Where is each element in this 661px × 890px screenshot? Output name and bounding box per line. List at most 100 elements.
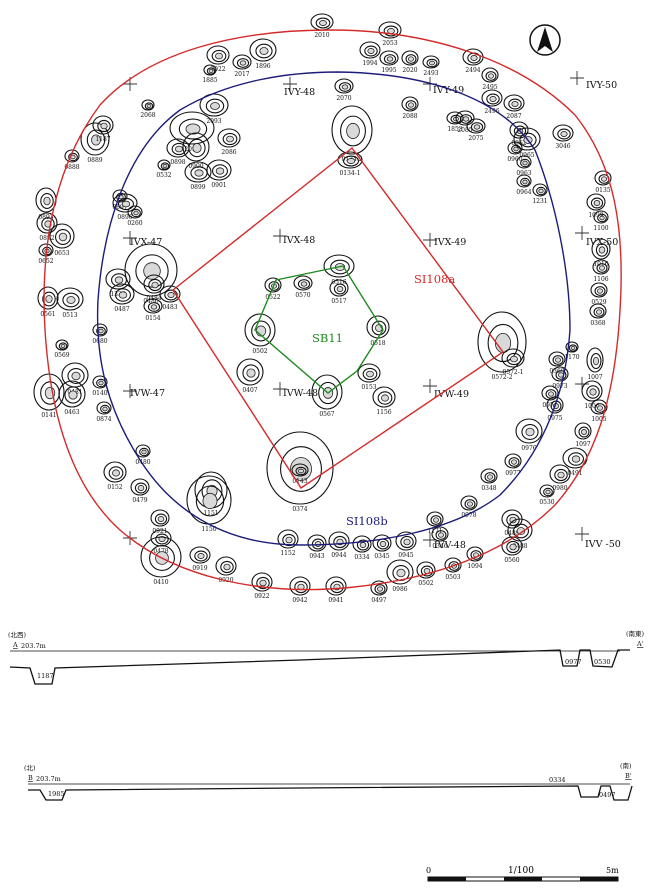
pit-label: 2017 — [234, 71, 249, 78]
pit: 1097 — [574, 422, 592, 448]
pit-label: 0517 — [331, 298, 346, 305]
pit-label: 1885 — [202, 77, 217, 84]
pit: 0976 — [515, 418, 543, 452]
pit-label: 1152 — [280, 550, 295, 557]
pit: 1334 — [105, 268, 131, 298]
pit: 0922 — [251, 572, 273, 600]
pit: 0986 — [386, 559, 414, 593]
pit-label: 0986 — [392, 586, 407, 593]
section-b-pit-label: 0497 — [599, 791, 616, 799]
pit: 0572-1 — [501, 348, 525, 376]
pit-label: 0900 — [188, 163, 203, 170]
pit-label: 0463 — [64, 409, 79, 416]
pit-label: 2068 — [140, 112, 155, 119]
si108a-square — [172, 147, 504, 489]
pit: 1231 — [532, 183, 548, 205]
section-a-pit-label: 1187 — [37, 672, 54, 680]
grid-label: IVV -50 — [585, 539, 621, 550]
pit-label: 0898 — [170, 159, 185, 166]
pit: 0134-1 — [337, 151, 363, 177]
pit: 2020 — [401, 50, 419, 74]
pit-label: 3046 — [555, 143, 570, 150]
pit: 1187 — [92, 115, 114, 143]
pit-label: 1994 — [362, 60, 377, 67]
sb11-building — [254, 265, 384, 394]
pit-label: 0532 — [156, 172, 171, 179]
pit: 0153 — [357, 363, 381, 391]
pit: 0919 — [189, 546, 211, 572]
pit: 2075 — [466, 118, 486, 142]
pit-label: 0483 — [162, 304, 177, 311]
grid-label: IVV-48 — [434, 540, 466, 551]
pit: 2087 — [503, 94, 525, 120]
pit: 2495 — [481, 67, 499, 91]
pit: 0944 — [328, 531, 350, 559]
pit: 2093 — [199, 93, 229, 125]
pit: 0570 — [293, 275, 313, 299]
pit: 0348 — [480, 468, 498, 492]
pit-label: 0561 — [40, 311, 55, 318]
section-a-left-code: A — [12, 641, 18, 649]
pit-label: 0410 — [153, 579, 168, 586]
section-b-pit-label: 0334 — [549, 776, 566, 784]
section-a-right-dir: (南東) — [626, 629, 645, 638]
pit-label: 0491 — [567, 470, 582, 477]
pit-label: 0135 — [595, 187, 610, 194]
pit: 0889 — [80, 122, 110, 164]
pit-label: 0901 — [211, 182, 226, 189]
pit-label: 1099 — [588, 212, 603, 219]
pit: 0502 — [416, 561, 436, 587]
pit-label: 0921 — [152, 528, 167, 535]
pit-label: 0974 — [542, 402, 557, 409]
pit-label: 0502 — [252, 348, 267, 355]
pit-label: 0963 — [516, 170, 531, 177]
pit-label: 0976 — [521, 445, 536, 452]
pit-label: 2093 — [206, 118, 221, 125]
pit-label: 0346 — [432, 543, 447, 550]
pit: 2088 — [401, 96, 419, 120]
si108b-label: SI108b — [346, 514, 388, 528]
si108a-label: SI108a — [414, 272, 455, 286]
pit: 0560 — [501, 536, 523, 564]
pit: 0532 — [156, 159, 172, 179]
pit-label: 1187 — [95, 136, 110, 143]
pit: 0941 — [325, 576, 347, 604]
pit: 1151 — [194, 471, 228, 517]
pit-label: 0941 — [328, 597, 343, 604]
pit-label: 0134-1 — [339, 170, 360, 177]
pit: 0921 — [150, 509, 170, 535]
pit-label: 0334 — [354, 554, 369, 561]
pit-label: 0567 — [319, 411, 334, 418]
pit-label: 0653 — [54, 250, 69, 257]
grid-label: IVY-48 — [284, 87, 315, 98]
pit: 2068 — [140, 99, 156, 119]
grid-label: IVW-48 — [283, 388, 318, 399]
pit-label: 1156 — [376, 409, 391, 416]
pit-label: 0530 — [539, 499, 554, 506]
pit-label: 2010 — [314, 32, 329, 39]
pit-label: 1007 — [587, 374, 602, 381]
pit: 0140 — [92, 375, 108, 397]
pit: 0488 — [507, 518, 533, 550]
pit-label: 2493 — [423, 70, 438, 77]
pit: 0974 — [541, 385, 559, 409]
pit: 1099 — [586, 193, 606, 219]
pit: 0965 — [513, 127, 541, 159]
pit: 0517 — [329, 279, 349, 305]
pit-label: 0516 — [331, 279, 346, 286]
pit: 0943 — [307, 534, 327, 560]
scale-zero: 0 — [426, 866, 431, 875]
pit: 2496 — [481, 89, 503, 115]
pit-label: 1106 — [593, 276, 608, 283]
pit: 2086 — [217, 128, 241, 156]
pit-label: 0874 — [96, 416, 111, 423]
pit: 0975 — [546, 396, 564, 422]
pit: 1170 — [564, 341, 580, 361]
pit-label: 1094 — [467, 563, 482, 570]
pit-label: 0143 — [292, 478, 307, 485]
pit: 0963 — [516, 155, 532, 177]
section-b-left-dir: (北) — [24, 764, 36, 772]
pit-label: 0154 — [145, 315, 160, 322]
pit: 1100 — [593, 210, 609, 232]
grid-label: IVX-47 — [130, 237, 162, 248]
